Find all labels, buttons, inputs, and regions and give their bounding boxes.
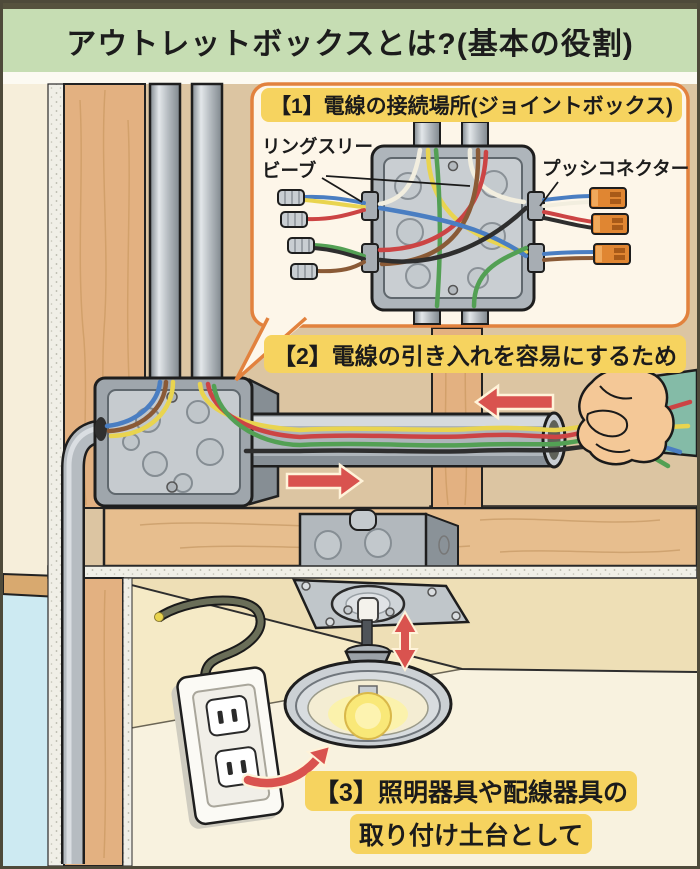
pull-caption: 【2】電線の引き入れを容易にするため	[264, 335, 687, 373]
left-bundle-wires	[302, 194, 366, 274]
joint-box-callout	[234, 82, 690, 382]
arrow-right-icon	[285, 462, 365, 500]
ring-sleeves	[277, 189, 318, 280]
cable-wires	[104, 379, 605, 454]
title-banner: アウトレットボックスとは?(基本の役割)	[3, 9, 697, 72]
window-glass	[3, 592, 48, 866]
wall-outlet-box-scene	[93, 366, 699, 508]
joint-box-illustration	[277, 121, 631, 325]
ceiling-board-strip	[47, 565, 698, 579]
arrow-up-down-icon	[391, 609, 419, 673]
ceiling-mount-and-lamp	[283, 578, 471, 749]
page-title: アウトレットボックスとは?(基本の役割)	[66, 27, 634, 61]
fist	[576, 366, 675, 466]
vertical-conduits	[148, 82, 224, 382]
arrow-left-icon	[473, 383, 555, 421]
thumb	[586, 409, 628, 438]
push-connectors	[589, 187, 631, 265]
ring-sleeve-label: リングスリー ビーブ	[262, 136, 374, 181]
hand-pulling-wires	[576, 366, 699, 469]
callout-heading: 【1】電線の接続場所(ジョイントボックス)	[261, 88, 683, 122]
wall-receptacle-scene	[154, 595, 332, 829]
arrow-curved-icon	[241, 744, 332, 790]
push-connector-label: プッシコネクター	[542, 158, 690, 179]
right-bundle-wires	[542, 194, 598, 262]
joint-box-heading: 【1】電線の接続場所(ジョイントボックス)	[261, 88, 683, 122]
leader-lines	[321, 175, 559, 207]
joint-wires	[377, 147, 529, 309]
mount-caption: 【3】照明器具や配線器具の 取り付け土台として	[296, 771, 646, 854]
